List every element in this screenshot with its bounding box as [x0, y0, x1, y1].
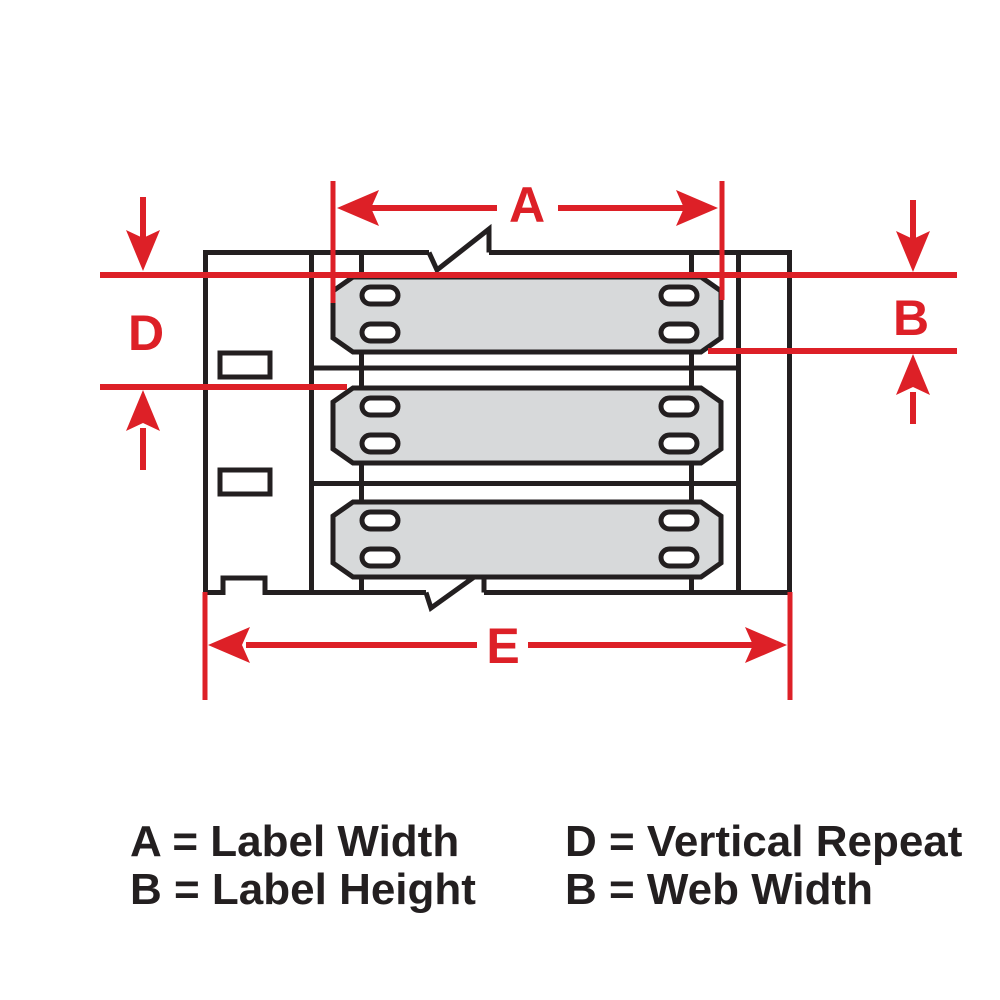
bottom-notch — [220, 575, 268, 595]
dim-letter-e: E — [486, 618, 519, 674]
dim-b: B — [893, 200, 930, 424]
dim-d: D — [126, 197, 164, 470]
arrowhead-down-icon — [126, 230, 160, 271]
label-outline — [330, 385, 724, 466]
legend-entry-web-width: B = Web Width — [565, 865, 873, 914]
arrowhead-down-icon — [896, 231, 930, 272]
break-mark-bottom — [423, 565, 487, 613]
labels — [330, 274, 724, 580]
legend-entry-vertical-repeat: D = Vertical Repeat — [565, 817, 963, 866]
label-slot — [658, 509, 700, 532]
legend-entry-label-height: B = Label Height — [130, 865, 476, 914]
dim-e: E — [202, 592, 793, 700]
dim-letter-d: D — [128, 305, 164, 361]
legend-entry-label-width: A = Label Width — [130, 817, 460, 866]
arrowhead-left-icon — [337, 190, 379, 226]
label-slot — [658, 284, 700, 307]
label-slot — [359, 321, 401, 344]
label-plate-3 — [330, 499, 724, 580]
label-plate-2 — [330, 385, 724, 466]
arrowhead-right-icon — [676, 190, 718, 226]
left-carrier — [203, 250, 314, 595]
label-slot — [359, 546, 401, 569]
arrowhead-up-icon — [896, 354, 930, 395]
arrowhead-right-icon — [745, 627, 787, 663]
label-slot — [658, 395, 700, 418]
label-slot — [658, 321, 700, 344]
label-outline — [330, 274, 724, 355]
sprocket-hole — [217, 467, 273, 497]
legend-left-column: A = Label Width B = Label Height — [130, 818, 476, 914]
legend-right-column: D = Vertical Repeat B = Web Width — [565, 818, 962, 914]
label-slot — [359, 284, 401, 307]
dim-letter-a: A — [509, 177, 545, 233]
break-mark-top — [426, 223, 492, 274]
label-slot — [359, 395, 401, 418]
dim-letter-b: B — [893, 290, 929, 346]
label-slot — [658, 432, 700, 455]
label-slot — [658, 546, 700, 569]
label-slot — [359, 509, 401, 532]
dim-a: A — [330, 177, 725, 303]
label-outline — [330, 499, 724, 580]
arrowhead-up-icon — [126, 390, 160, 431]
label-plate-1 — [330, 274, 724, 355]
right-carrier — [736, 250, 792, 595]
arrowhead-left-icon — [208, 627, 250, 663]
label-slot — [359, 432, 401, 455]
sprocket-hole — [217, 350, 273, 380]
